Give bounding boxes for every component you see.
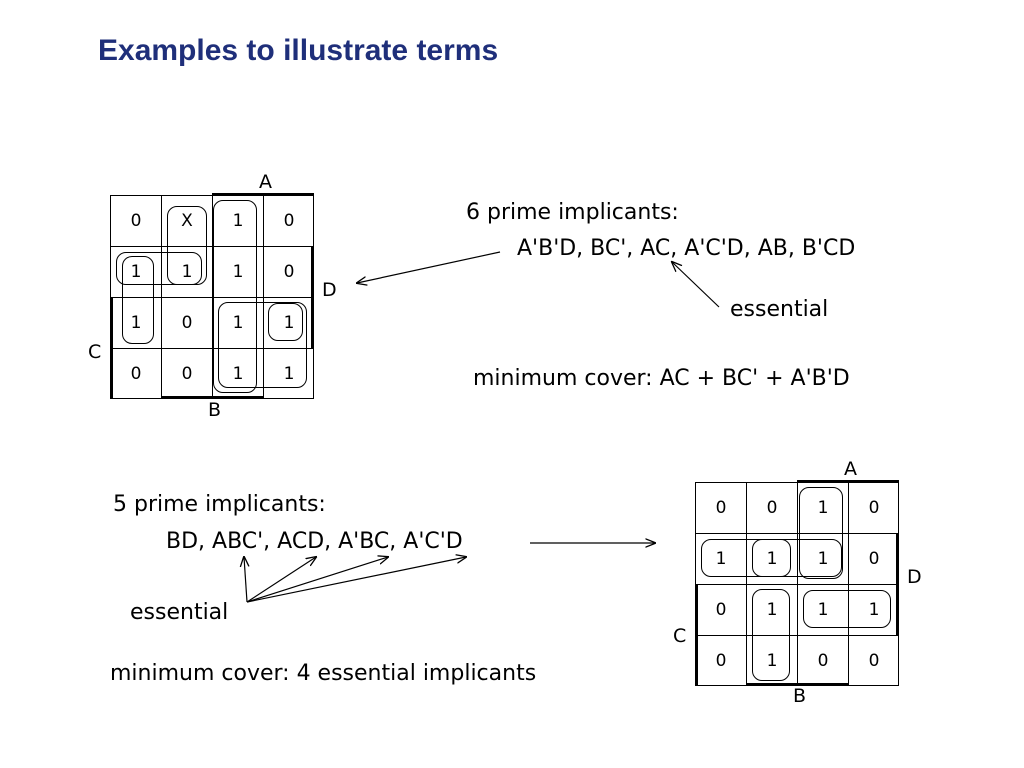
var-c-label: C	[673, 625, 687, 647]
kmap-cell: 1	[212, 348, 263, 399]
kmap-cell: 1	[797, 584, 848, 635]
kmap-cell: 0	[746, 482, 797, 533]
kmap-cell: 1	[848, 584, 899, 635]
var-b-label: B	[208, 399, 222, 421]
kmap-2: 0 0 1 0 1 1 1 0 0 1 1 1 0 1 0 0 A D C B	[673, 458, 922, 707]
kmap-cell: 1	[212, 246, 263, 297]
kmap-cell: 0	[848, 482, 899, 533]
var-b-bar	[161, 396, 263, 399]
minimum-cover-1: minimum cover: AC + BC' + A'B'D	[473, 366, 850, 391]
kmap-cell: 1	[161, 246, 212, 297]
prime-implicants-list-1: A'B'D, BC', AC, A'C'D, AB, B'CD	[517, 236, 856, 261]
kmap-cell: 1	[797, 533, 848, 584]
arrow-essential-1	[672, 262, 720, 308]
arrow-essential-2a	[244, 557, 247, 603]
essential-label-2: essential	[130, 600, 229, 625]
var-c-label: C	[88, 341, 102, 363]
kmap-cell: 0	[848, 635, 899, 686]
kmap-cell: 1	[746, 635, 797, 686]
var-b-label: B	[793, 685, 807, 707]
kmap-cell: 0	[695, 635, 746, 686]
kmap-cell: 0	[797, 635, 848, 686]
kmap-cell: 0	[695, 482, 746, 533]
kmap-cell: 1	[695, 533, 746, 584]
var-a-label: A	[259, 171, 272, 193]
arrow-essential-2d	[246, 557, 466, 603]
kmap-cell: 1	[212, 297, 263, 348]
var-c-bar	[695, 584, 698, 686]
essential-label-1: essential	[730, 297, 829, 322]
kmap-cell: 0	[110, 348, 161, 399]
arrow-essential-2b	[246, 557, 316, 603]
kmap-cell: 1	[110, 246, 161, 297]
var-a-label: A	[844, 458, 857, 480]
kmap-cell: 0	[110, 195, 161, 246]
kmap-1: 0 X 1 0 1 1 1 0 1 0 1 1 0 0 1 1 A D C B	[88, 171, 337, 421]
kmap-cell: X	[161, 195, 212, 246]
kmap-cell: 1	[212, 195, 263, 246]
kmap-cell: 0	[848, 533, 899, 584]
kmap-cell: 0	[263, 246, 314, 297]
var-a-bar	[212, 193, 314, 196]
kmap-cell: 0	[263, 195, 314, 246]
var-b-bar	[746, 683, 848, 686]
var-d-bar	[311, 246, 314, 348]
var-d-bar	[896, 533, 899, 635]
kmap-cell: 1	[263, 297, 314, 348]
slide-title: Examples to illustrate terms	[98, 34, 499, 67]
prime-implicants-heading-1: 6 prime implicants:	[466, 200, 679, 225]
minimum-cover-2: minimum cover: 4 essential implicants	[110, 661, 537, 686]
arrow-essential-2c	[246, 557, 388, 603]
prime-implicants-list-2: BD, ABC', ACD, A'BC, A'C'D	[166, 529, 463, 554]
var-c-bar	[110, 297, 113, 399]
kmap-cell: 1	[110, 297, 161, 348]
kmap-cell: 1	[263, 348, 314, 399]
prime-implicants-heading-2: 5 prime implicants:	[113, 492, 326, 517]
var-d-label: D	[907, 566, 922, 588]
kmap-cell: 1	[797, 482, 848, 533]
var-d-label: D	[322, 279, 337, 301]
kmap-cell: 0	[161, 297, 212, 348]
kmap-cell: 1	[746, 533, 797, 584]
kmap-cell: 1	[746, 584, 797, 635]
kmap-cell: 0	[695, 584, 746, 635]
arrow-to-kmap-1	[357, 251, 501, 283]
kmap-cell: 0	[161, 348, 212, 399]
var-a-bar	[797, 480, 899, 483]
